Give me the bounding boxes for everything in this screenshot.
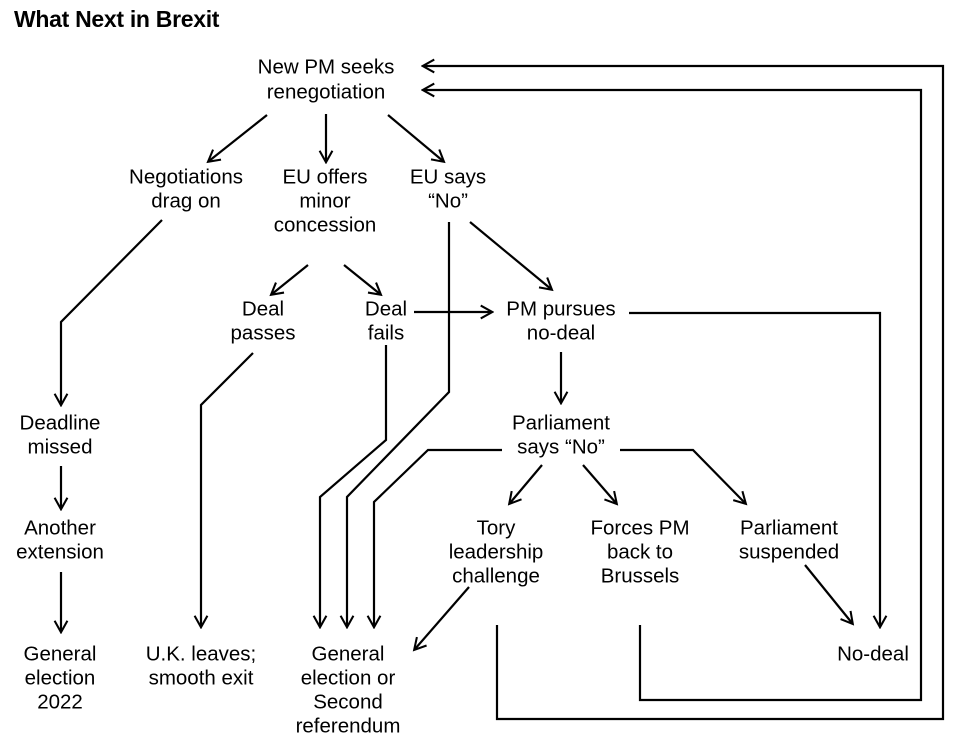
- node-deadline-missed[interactable]: Deadline missed: [20, 411, 101, 458]
- node-no-deal[interactable]: No-deal: [837, 642, 909, 665]
- node-label-line: General: [24, 642, 97, 665]
- node-label-line: U.K. leaves;: [146, 642, 257, 665]
- node-label-line: smooth exit: [149, 666, 254, 689]
- node-label-line: minor: [299, 189, 350, 212]
- edge-eu-says-no-to-general-election-referendum: [347, 222, 451, 626]
- edge-deal-fails-to-general-election-referendum: [320, 345, 388, 626]
- node-label-line: Another: [24, 516, 96, 539]
- node-new-pm-seeks-renegotiation[interactable]: New PM seeks renegotiation: [258, 55, 395, 103]
- node-eu-offers-minor-concession[interactable]: EU offers minor concession: [274, 165, 377, 236]
- node-label-line: EU says: [410, 165, 486, 188]
- node-label-line: Parliament: [512, 411, 610, 434]
- node-label-line: renegotiation: [267, 80, 386, 103]
- node-label-line: No-deal: [837, 642, 909, 665]
- edge-eu-offers-to-deal-fails: [343, 264, 380, 294]
- node-label-line: PM pursues: [506, 297, 615, 320]
- edge-deal-passes-to-uk-leaves: [201, 352, 254, 626]
- node-tory-leadership-challenge[interactable]: Tory leadership challenge: [449, 516, 544, 587]
- node-label-line: Parliament: [740, 516, 838, 539]
- node-label-line: election: [25, 666, 96, 689]
- node-label-line: suspended: [739, 540, 839, 563]
- edge-parliament-says-no-to-forces-pm: [582, 464, 616, 503]
- page-title: What Next in Brexit: [14, 6, 220, 32]
- node-eu-says-no[interactable]: EU says “No”: [410, 165, 486, 212]
- node-uk-leaves-smooth-exit[interactable]: U.K. leaves; smooth exit: [146, 642, 257, 689]
- node-label-line: 2022: [37, 690, 83, 713]
- edge-parliament-says-no-to-tory-leadership: [510, 464, 543, 503]
- node-parliament-suspended[interactable]: Parliament suspended: [739, 516, 839, 563]
- node-negotiations-drag-on[interactable]: Negotiations drag on: [129, 165, 243, 212]
- node-deal-fails[interactable]: Deal fails: [365, 297, 407, 344]
- node-label-line: extension: [16, 540, 104, 563]
- node-label-line: Second: [313, 690, 383, 713]
- node-label-line: Negotiations: [129, 165, 243, 188]
- node-another-extension[interactable]: Another extension: [16, 516, 104, 563]
- edge-eu-says-no-to-pm-pursues: [469, 221, 551, 289]
- node-label-line: Tory: [477, 516, 516, 539]
- node-label-line: Deal: [242, 297, 284, 320]
- node-label-line: referendum: [296, 714, 401, 737]
- node-label-line: Brussels: [601, 564, 680, 587]
- node-label-line: concession: [274, 213, 377, 236]
- node-label-line: Deal: [365, 297, 407, 320]
- node-label-line: election or: [301, 666, 396, 689]
- nodes-layer: New PM seeks renegotiation Negotiations …: [16, 55, 909, 737]
- node-label-line: EU offers: [282, 165, 367, 188]
- node-label-line: Forces PM: [590, 516, 689, 539]
- node-parliament-says-no[interactable]: Parliament says “No”: [512, 411, 610, 458]
- node-label-line: leadership: [449, 540, 544, 563]
- edge-parliament-suspended-to-no-deal: [804, 564, 852, 623]
- edge-tory-leadership-to-general-election-referendum: [415, 586, 470, 649]
- node-forces-pm-back-to-brussels[interactable]: Forces PM back to Brussels: [590, 516, 689, 587]
- edge-tory-leadership-to-new-pm-feedback: [424, 66, 945, 721]
- node-label-line: no-deal: [527, 321, 595, 344]
- edge-negotiations-to-deadline-missed: [61, 219, 163, 404]
- node-label-line: fails: [368, 321, 404, 344]
- node-label-line: back to: [607, 540, 673, 563]
- edge-parliament-says-no-to-parliament-suspended: [620, 448, 745, 503]
- node-label-line: General: [312, 642, 385, 665]
- node-label-line: says “No”: [517, 435, 605, 458]
- edge-new-pm-to-eu-says-no: [387, 114, 443, 161]
- node-label-line: drag on: [151, 189, 221, 212]
- edge-parliament-says-no-to-general-election-referendum: [374, 448, 502, 626]
- edge-eu-offers-to-deal-passes: [272, 264, 309, 294]
- node-label-line: challenge: [452, 564, 540, 587]
- node-label-line: “No”: [428, 189, 468, 212]
- node-label-line: passes: [231, 321, 296, 344]
- edge-pm-pursues-to-no-deal: [629, 311, 880, 626]
- node-general-election-or-second-referendum[interactable]: General election or Second referendum: [296, 642, 401, 737]
- node-label-line: New PM seeks: [258, 55, 395, 78]
- node-pm-pursues-no-deal[interactable]: PM pursues no-deal: [506, 297, 615, 344]
- edge-forces-pm-to-new-pm-feedback: [424, 90, 923, 702]
- node-deal-passes[interactable]: Deal passes: [231, 297, 296, 344]
- node-label-line: Deadline: [20, 411, 101, 434]
- node-label-line: missed: [28, 435, 93, 458]
- edge-new-pm-to-negotiations: [209, 114, 268, 161]
- node-general-election-2022[interactable]: General election 2022: [24, 642, 97, 713]
- edges-layer: [61, 66, 945, 721]
